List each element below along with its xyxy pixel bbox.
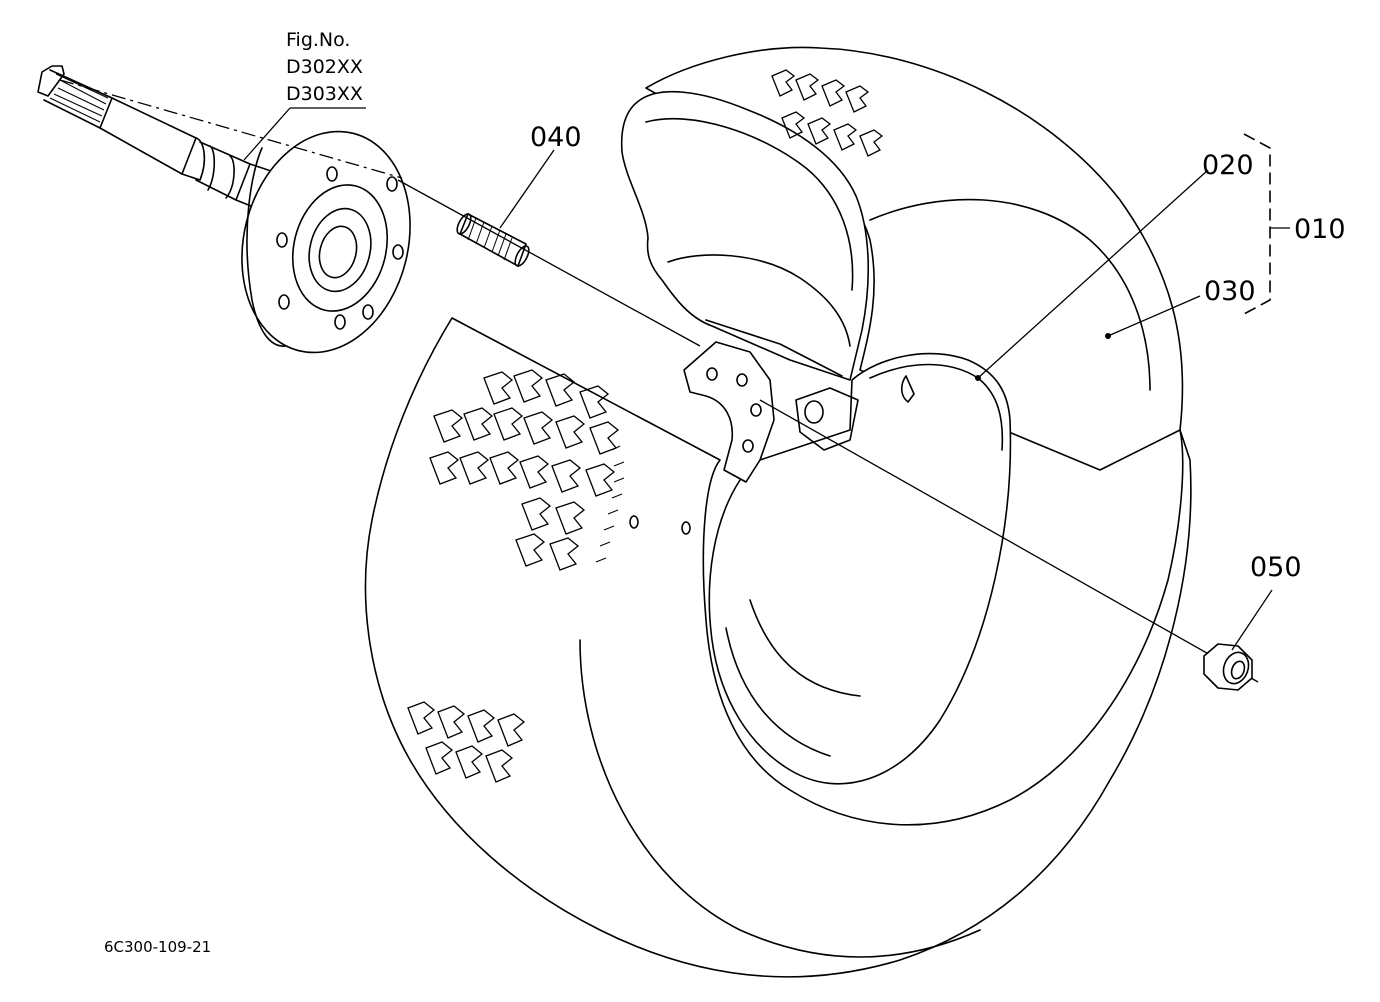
nut-axis-line: [759, 399, 1259, 683]
wheel-rim-020[interactable]: [708, 352, 1012, 785]
callout-050[interactable]: 050: [1250, 552, 1302, 583]
callout-040[interactable]: 040: [530, 122, 582, 153]
leader-030-dot: [1105, 333, 1111, 339]
assembly-centerline-upper: [59, 79, 403, 179]
stud-bolt-040[interactable]: [454, 212, 531, 268]
tread-pattern-front: [429, 369, 625, 571]
leader-020: [977, 169, 1209, 379]
callout-010[interactable]: 010: [1294, 214, 1346, 245]
valve-hole-2: [681, 521, 691, 535]
leader-040: [499, 149, 555, 229]
fig-no-code-1: D302XX: [286, 56, 363, 78]
leader-020-dot: [975, 375, 981, 381]
stud-axis-line: [397, 179, 701, 347]
tire-inner-wall: [620, 90, 870, 381]
fig-no-code-2: D303XX: [286, 83, 363, 105]
leader-fig-no-diag: [243, 107, 291, 161]
drawing-code: 6C300-109-21: [104, 938, 211, 956]
leader-030: [1107, 295, 1201, 337]
callout-020[interactable]: 020: [1202, 150, 1254, 181]
fig-no-label: Fig.No.: [286, 29, 350, 51]
valve-hole: [629, 515, 639, 529]
tread-pattern-top: [771, 69, 884, 157]
rim-center-plate: [683, 341, 859, 483]
leader-050: [1231, 589, 1273, 651]
axle-shaft[interactable]: [37, 65, 281, 213]
callout-030[interactable]: 030: [1204, 276, 1256, 307]
hub-flange[interactable]: [219, 113, 432, 370]
tread-pattern-lower: [407, 701, 526, 783]
hex-nut-050[interactable]: [1203, 643, 1253, 691]
